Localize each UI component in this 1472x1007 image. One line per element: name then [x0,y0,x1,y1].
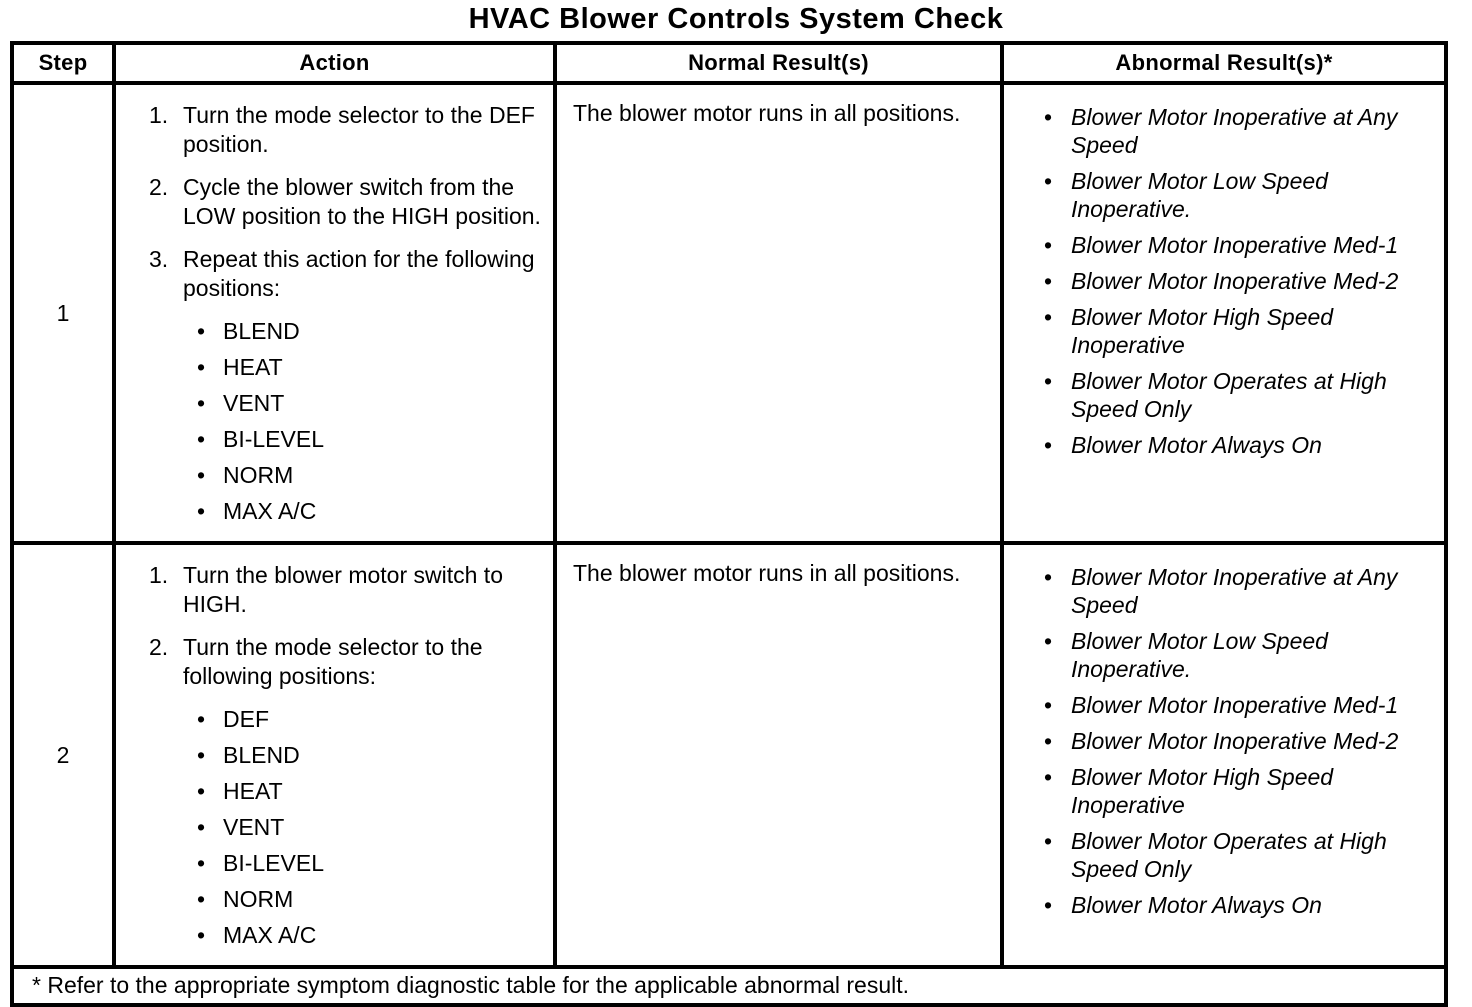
table-row-step-2: 2 1. Turn the blower motor switch to HIG… [10,541,1448,969]
action-item: 2. Cycle the blower switch from the LOW … [149,173,545,231]
system-check-table: Step Action Normal Result(s) Abnormal Re… [10,41,1448,1007]
mode-position-label: BLEND [223,318,300,344]
abnormal-result-text: Blower Motor Low Speed Inoperative. [1071,168,1328,222]
mode-position-list: DEF BLEND HEAT VENT BI-LEVEL NORM MAX A/… [197,705,545,949]
abnormal-result-text: Blower Motor Operates at High Speed Only [1071,828,1387,882]
mode-position-label: HEAT [223,778,283,804]
action-item: 1. Turn the blower motor switch to HIGH. [149,561,545,619]
column-header-step: Step [10,41,116,85]
abnormal-result-item: Blower Motor Inoperative Med-2 [1044,267,1434,295]
action-item-number: 2. [149,174,169,200]
page-title: HVAC Blower Controls System Check [468,3,1004,35]
action-item: 2. Turn the mode selector to the followi… [149,633,545,691]
abnormal-result-item: Blower Motor Inoperative Med-1 [1044,231,1434,259]
action-cell: 1. Turn the mode selector to the DEF pos… [112,81,557,545]
footnote: * Refer to the appropriate symptom diagn… [10,965,1448,1007]
list-item: NORM [197,461,545,489]
action-item-number: 3. [149,246,169,272]
mode-position-label: BI-LEVEL [223,850,324,876]
abnormal-result-item: Blower Motor Operates at High Speed Only [1044,367,1434,423]
abnormal-result-text: Blower Motor Inoperative Med-2 [1071,268,1399,294]
mode-position-label: NORM [223,886,294,912]
abnormal-result-text: Blower Motor Always On [1071,892,1322,918]
header-row: Step Action Normal Result(s) Abnormal Re… [10,41,1448,85]
abnormal-result-text: Blower Motor High Speed Inoperative [1071,764,1334,818]
abnormal-result-item: Blower Motor Operates at High Speed Only [1044,827,1434,883]
action-item-number: 1. [149,102,169,128]
action-item-text: Cycle the blower switch from the LOW pos… [183,174,541,229]
abnormal-result-text: Blower Motor Low Speed Inoperative. [1071,628,1328,682]
abnormal-result-item: Blower Motor High Speed Inoperative [1044,303,1434,359]
abnormal-result-item: Blower Motor High Speed Inoperative [1044,763,1434,819]
mode-position-label: DEF [223,706,269,732]
step-number-cell: 2 [10,541,116,969]
mode-position-label: VENT [223,390,285,416]
action-item-text: Turn the blower motor switch to HIGH. [183,562,503,617]
mode-position-label: NORM [223,462,294,488]
abnormal-result-item: Blower Motor Inoperative Med-1 [1044,691,1434,719]
abnormal-result-item: Blower Motor Inoperative at Any Speed [1044,103,1434,159]
action-item-text: Turn the mode selector to the DEF positi… [183,102,535,157]
mode-position-label: BI-LEVEL [223,426,324,452]
list-item: BI-LEVEL [197,849,545,877]
abnormal-result-text: Blower Motor High Speed Inoperative [1071,304,1334,358]
list-item: BLEND [197,317,545,345]
column-header-abnormal-results: Abnormal Result(s)* [1000,41,1448,85]
action-item: 1. Turn the mode selector to the DEF pos… [149,101,545,159]
table-row-step-1: 1 1. Turn the mode selector to the DEF p… [10,81,1448,545]
list-item: HEAT [197,777,545,805]
action-item-text: Turn the mode selector to the following … [183,634,483,689]
abnormal-result-item: Blower Motor Inoperative at Any Speed [1044,563,1434,619]
action-item-number: 1. [149,562,169,588]
list-item: VENT [197,813,545,841]
step-number-cell: 1 [10,81,116,545]
list-item: NORM [197,885,545,913]
mode-position-label: VENT [223,814,285,840]
mode-position-label: MAX A/C [223,498,317,524]
abnormal-result-item: Blower Motor Always On [1044,891,1434,919]
mode-position-list: BLEND HEAT VENT BI-LEVEL NORM MAX A/C [197,317,545,525]
column-header-action: Action [112,41,557,85]
abnormal-result-text: Blower Motor Always On [1071,432,1322,458]
abnormal-result-text: Blower Motor Inoperative at Any Speed [1071,104,1398,158]
mode-position-label: HEAT [223,354,283,380]
action-item: 3. Repeat this action for the following … [149,245,545,303]
mode-position-label: BLEND [223,742,300,768]
document-page: HVAC Blower Controls System Check Step A… [0,0,1472,972]
abnormal-result-cell: Blower Motor Inoperative at Any Speed Bl… [1000,541,1448,969]
list-item: VENT [197,389,545,417]
mode-position-label: MAX A/C [223,922,317,948]
footnote-row: * Refer to the appropriate symptom diagn… [10,965,1448,1007]
abnormal-result-item: Blower Motor Low Speed Inoperative. [1044,627,1434,683]
abnormal-result-item: Blower Motor Low Speed Inoperative. [1044,167,1434,223]
abnormal-result-text: Blower Motor Inoperative at Any Speed [1071,564,1398,618]
abnormal-result-text: Blower Motor Inoperative Med-1 [1071,232,1399,258]
list-item: DEF [197,705,545,733]
list-item: BLEND [197,741,545,769]
abnormal-result-text: Blower Motor Inoperative Med-1 [1071,692,1399,718]
action-item-number: 2. [149,634,169,660]
list-item: BI-LEVEL [197,425,545,453]
abnormal-result-cell: Blower Motor Inoperative at Any Speed Bl… [1000,81,1448,545]
action-item-text: Repeat this action for the following pos… [183,246,535,301]
abnormal-result-text: Blower Motor Operates at High Speed Only [1071,368,1387,422]
action-cell: 1. Turn the blower motor switch to HIGH.… [112,541,557,969]
list-item: MAX A/C [197,497,545,525]
abnormal-result-text: Blower Motor Inoperative Med-2 [1071,728,1399,754]
abnormal-result-item: Blower Motor Inoperative Med-2 [1044,727,1434,755]
list-item: MAX A/C [197,921,545,949]
normal-result-cell: The blower motor runs in all positions. [553,81,1004,545]
abnormal-result-item: Blower Motor Always On [1044,431,1434,459]
list-item: HEAT [197,353,545,381]
normal-result-cell: The blower motor runs in all positions. [553,541,1004,969]
column-header-normal-results: Normal Result(s) [553,41,1004,85]
